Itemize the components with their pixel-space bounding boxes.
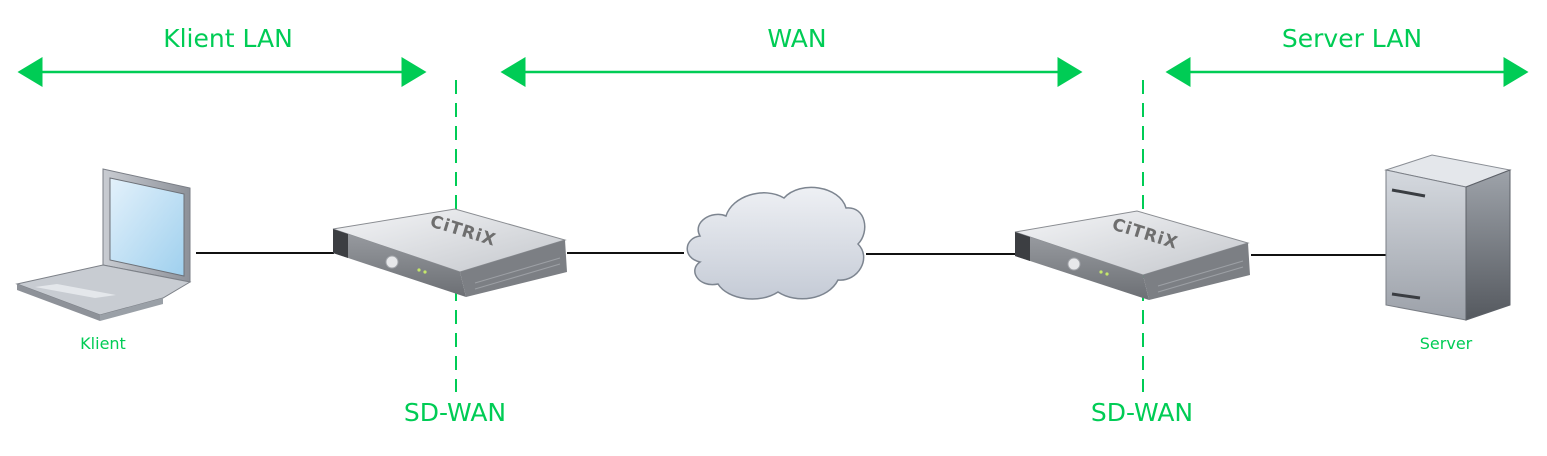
- laptop-icon: [15, 168, 192, 321]
- cloud-icon: [686, 186, 866, 300]
- zone-label-client-lan: Klient LAN: [163, 24, 293, 53]
- sdwan-appliance-icon-left: CiTRiX: [332, 208, 567, 297]
- server-tower-icon: [1384, 154, 1512, 321]
- node-label-client: Klient: [80, 334, 126, 353]
- boundary-label-sdwan-left: SD-WAN: [403, 398, 507, 427]
- boundary-label-sdwan-right: SD-WAN: [1090, 398, 1194, 427]
- sdwan-appliance-icon-right: CiTRiX: [1014, 210, 1250, 300]
- node-label-server: Server: [1419, 334, 1473, 353]
- zone-label-wan: WAN: [767, 24, 827, 53]
- zone-label-server-lan: Server LAN: [1281, 24, 1423, 53]
